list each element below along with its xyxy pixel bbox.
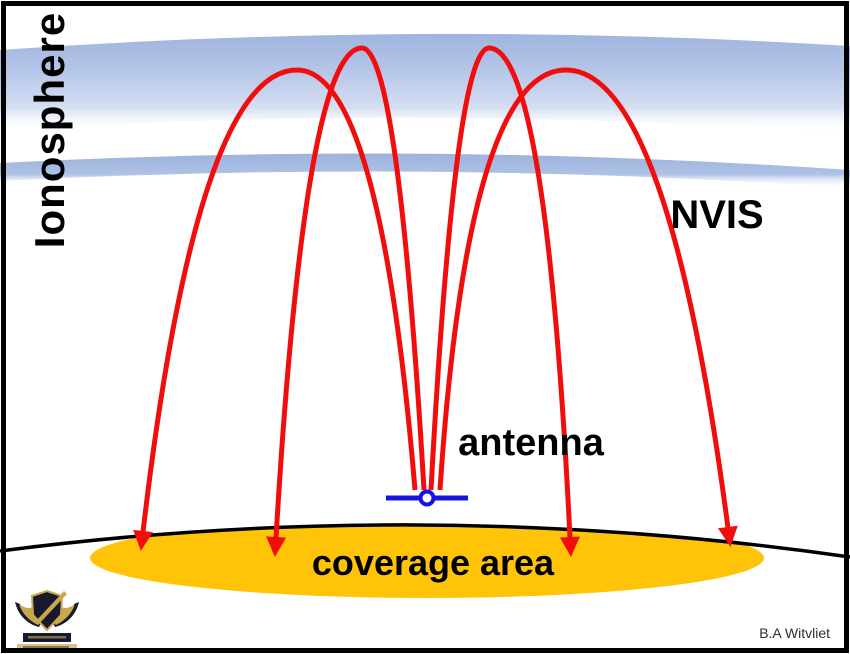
ray-arc-right — [428, 45, 580, 557]
ray-arc-left — [266, 45, 427, 557]
logo-banner-text — [28, 636, 66, 639]
logo-strip-text — [23, 646, 69, 649]
ray-arc-far-right — [437, 67, 738, 547]
ionosphere-band-thick — [0, 33, 850, 133]
ionosphere-band-thin — [0, 153, 850, 188]
logo-wings — [15, 602, 79, 627]
antenna-symbol — [386, 489, 468, 507]
coverage-area-label: coverage area — [311, 542, 555, 583]
antenna-label: antenna — [458, 422, 604, 464]
ray-arc-far-left — [133, 67, 418, 551]
logo-blade — [35, 591, 67, 625]
coverage-ellipse — [90, 518, 764, 598]
attribution-text: B.A Witvliet — [759, 625, 830, 641]
nvis-label: NVIS — [670, 193, 764, 237]
antenna-feedpoint — [418, 489, 436, 507]
ionosphere-label: Ionosphere — [26, 11, 73, 249]
logo-emblem-icon — [15, 589, 79, 651]
